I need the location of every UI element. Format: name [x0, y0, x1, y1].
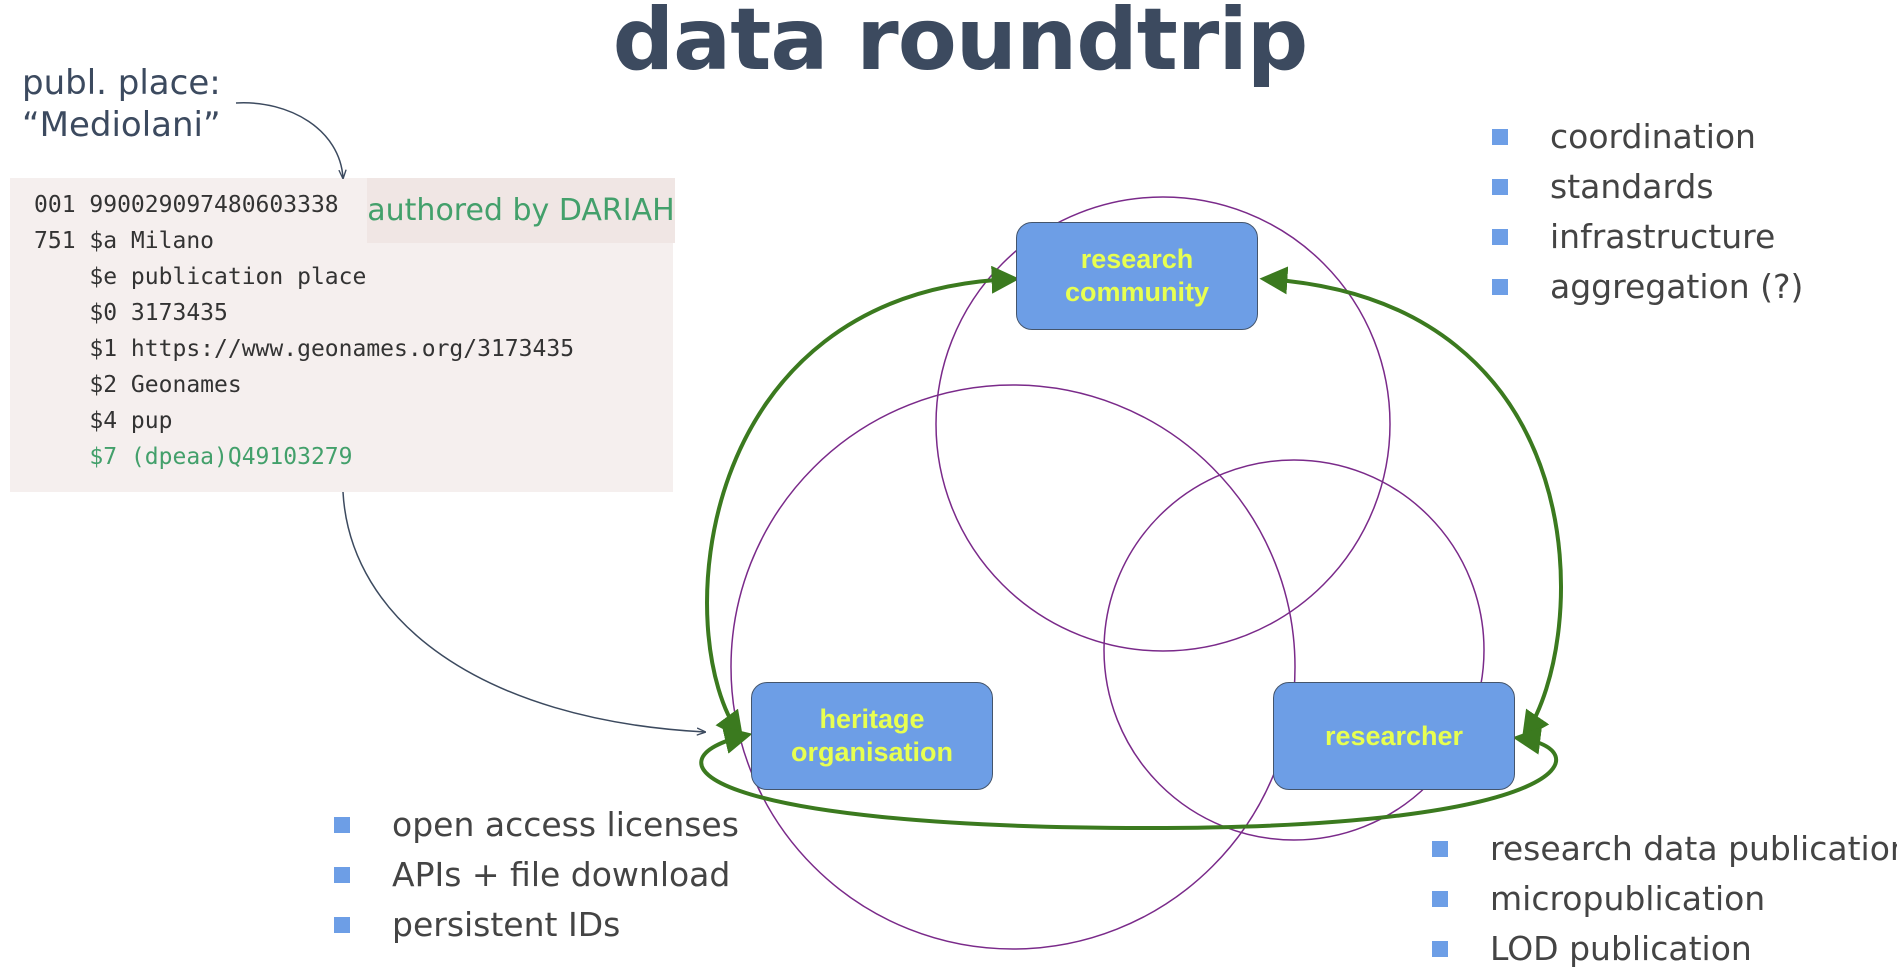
list-item: infrastructure	[1492, 212, 1803, 262]
node-researcher-label: researcher	[1324, 720, 1464, 751]
list-item: aggregation (?)	[1492, 262, 1803, 312]
code-line-7512: $2 Geonames	[34, 372, 242, 398]
publication-place-value: “Mediolani”	[22, 105, 221, 145]
bullet-square-icon	[334, 867, 350, 883]
list-item: APIs + file download	[334, 850, 739, 900]
publication-place-label: publ. place:	[22, 63, 221, 103]
bullet-square-icon	[1492, 279, 1508, 295]
node-research-community: research community	[1016, 222, 1258, 330]
code-line-751a: 751 $a Milano	[34, 228, 215, 254]
arrow-record-to-heritage	[342, 491, 705, 732]
list-item: coordination	[1492, 112, 1803, 162]
node-researcher: researcher	[1273, 682, 1515, 790]
list-item: research data publication	[1432, 824, 1897, 874]
list-item: open access licenses	[334, 800, 739, 850]
arrow-publ-to-record	[235, 102, 343, 178]
bullet-square-icon	[334, 917, 350, 933]
code-line-001: 001 990029097480603338	[34, 192, 339, 218]
bullet-square-icon	[1432, 841, 1448, 857]
list-item: persistent IDs	[334, 900, 739, 950]
bullet-square-icon	[1492, 179, 1508, 195]
code-line-751e: $e publication place	[34, 264, 367, 290]
publication-place-note: publ. place: “Mediolani”	[22, 62, 221, 146]
authored-by-badge: authored by DARIAH	[367, 178, 675, 243]
page-title: data roundtrip	[612, 0, 1309, 90]
code-line-7514: $4 pup	[34, 408, 173, 434]
list-item: micropublication	[1432, 874, 1897, 924]
bullet-square-icon	[1492, 229, 1508, 245]
circle-heritage-organisation	[730, 384, 1296, 950]
code-line-7511: $1 https://www.geonames.org/3173435	[34, 336, 575, 362]
bullet-list-community: coordination standards infrastructure ag…	[1492, 112, 1803, 312]
bullet-square-icon	[1492, 129, 1508, 145]
bullet-square-icon	[1432, 891, 1448, 907]
code-line-7510: $0 3173435	[34, 300, 228, 326]
node-heritage-organisation: heritage organisation	[751, 682, 993, 790]
bullet-square-icon	[334, 817, 350, 833]
list-item: standards	[1492, 162, 1803, 212]
bullet-list-heritage: open access licenses APIs + file downloa…	[334, 800, 739, 950]
code-line-7517: $7 (dpeaa)Q49103279	[34, 444, 353, 470]
list-item: LOD publication	[1432, 924, 1897, 974]
bullet-square-icon	[1432, 941, 1448, 957]
bullet-list-researcher: research data publication micropublicati…	[1432, 824, 1897, 974]
arrow-heritage-community	[705, 265, 1020, 740]
node-heritage-organisation-label: heritage organisation	[790, 704, 953, 767]
arrow-researcher-heritage	[699, 726, 1559, 831]
arrow-community-researcher	[1259, 266, 1563, 740]
node-research-community-label: research community	[1064, 244, 1210, 307]
